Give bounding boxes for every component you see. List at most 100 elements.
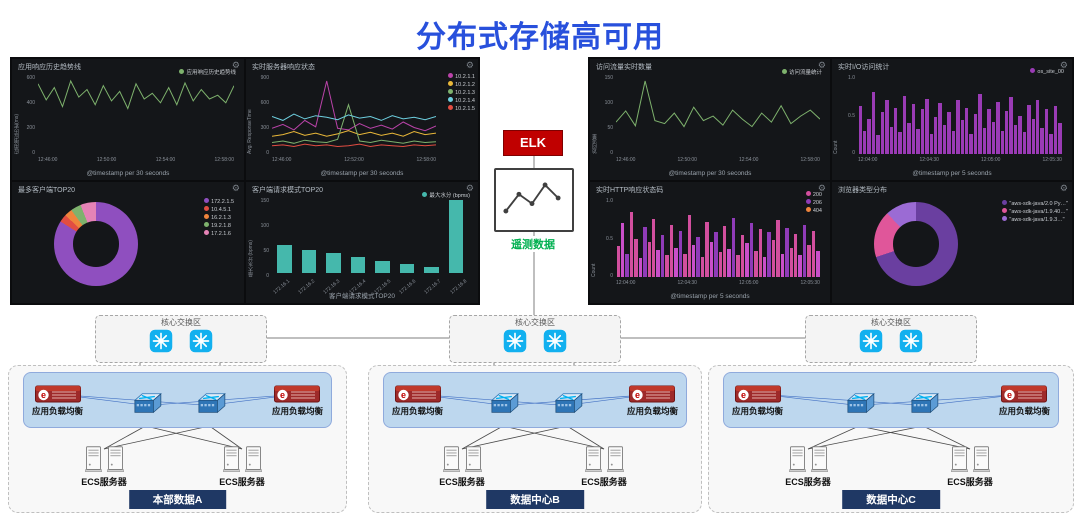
load-balancer-label: 应用负载均衡: [998, 405, 1050, 416]
switch-icon: [906, 391, 940, 417]
server-icon: [951, 446, 968, 472]
line-chart: [38, 77, 234, 154]
ecs-server-group: ECS服务器: [933, 446, 1007, 490]
server-icon: [443, 446, 460, 472]
telemetry-label: 遥测数据: [508, 236, 558, 252]
legend: os_site_00: [1030, 68, 1064, 75]
legend: 应用响应历史趋势线: [179, 68, 236, 76]
multiline-chart: [272, 77, 436, 154]
network-zone: 应用负载均衡 应用负载均衡: [23, 372, 332, 428]
load-balancer-icon: [1001, 384, 1047, 404]
gear-icon[interactable]: ⚙: [465, 60, 474, 70]
server-icon: [811, 446, 828, 472]
core-zone-label: 核心交换区: [871, 318, 911, 327]
switch-icon: [129, 391, 163, 417]
x-axis-title: @timestamp per 5 seconds: [912, 170, 992, 177]
panel-title: 最多客户端TOP20: [18, 187, 76, 194]
x-axis-title: @timestamp per 30 seconds: [320, 170, 404, 177]
datacenter-badge: 数据中心C: [842, 490, 940, 509]
donut-chart: [874, 202, 958, 286]
legend: "aws-sdk-java/2.0 Py…""aws-sdk-java/1.9.…: [1002, 200, 1068, 223]
core-zone-label: 核心交换区: [515, 318, 555, 327]
load-balancer-left: 应用负载均衡: [732, 384, 783, 417]
bar-chart: [272, 200, 468, 273]
aggregation-switches: [129, 391, 227, 417]
ecs-label: ECS服务器: [219, 477, 265, 487]
panel-title: 浏览器类型分布: [838, 187, 887, 194]
ecs-server-group: ECS服务器: [425, 446, 499, 490]
load-balancer-icon: [629, 384, 675, 404]
core-switch-icon: [149, 329, 173, 353]
elk-box: ELK: [503, 130, 563, 156]
switch-icon: [486, 391, 520, 417]
gear-icon[interactable]: ⚙: [231, 183, 240, 193]
load-balancer-label: 应用负载均衡: [732, 405, 784, 416]
telemetry-chart-box: [494, 168, 574, 232]
datacenter-a: 应用负载均衡 应用负载均衡 ECS服务器 ECS服务器: [8, 365, 347, 513]
server-icon: [789, 446, 806, 472]
x-axis-title: @timestamp per 30 seconds: [668, 170, 752, 177]
load-balancer-icon: [395, 384, 441, 404]
datacenter-c: 应用负载均衡 应用负载均衡 ECS服务器 ECS服务器: [708, 365, 1074, 513]
network-zone: 应用负载均衡 应用负载均衡: [383, 372, 687, 428]
panel-title: 访问流量实时数量: [596, 64, 652, 71]
datacenter-b: 应用负载均衡 应用负载均衡 ECS服务器 ECS服务器: [368, 365, 702, 513]
panel-browser-type-donut: 浏览器类型分布 ⚙ "aws-sdk-java/2.0 Py…""aws-sdk…: [832, 182, 1072, 303]
load-balancer-right: 应用负载均衡: [272, 384, 323, 417]
core-switch-icon: [859, 329, 883, 353]
core-switch-zone-b: 核心交换区: [449, 315, 621, 363]
core-switch-icon: [189, 329, 213, 353]
ecs-server-group: ECS服务器: [567, 446, 641, 490]
gear-icon[interactable]: ⚙: [465, 183, 474, 193]
load-balancer-icon: [274, 384, 320, 404]
ecs-label: ECS服务器: [81, 477, 127, 487]
x-axis-title: 客户端请求模式TOP20: [329, 293, 395, 300]
ecs-label: ECS服务器: [439, 477, 485, 487]
server-icon: [465, 446, 482, 472]
legend: 最大水分 (bpms): [422, 191, 470, 199]
server-icon: [85, 446, 102, 472]
load-balancer-label: 应用负载均衡: [626, 405, 678, 416]
server-icon: [607, 446, 624, 472]
ecs-label: ECS服务器: [947, 477, 993, 487]
bar-chart: [858, 77, 1062, 154]
gear-icon[interactable]: ⚙: [817, 183, 826, 193]
gear-icon[interactable]: ⚙: [1059, 60, 1068, 70]
donut-chart: [54, 202, 138, 286]
panel-title: 实时服务器响应状态: [252, 64, 315, 71]
core-switch-zone-c: 核心交换区: [805, 315, 977, 363]
gear-icon[interactable]: ⚙: [1059, 183, 1068, 193]
legend: 访问流量统计: [781, 68, 822, 76]
panel-title: 客户端请求模式TOP20: [252, 187, 324, 194]
page-title: 分布式存储高可用: [416, 21, 664, 54]
server-icon: [245, 446, 262, 472]
load-balancer-left: 应用负载均衡: [392, 384, 443, 417]
bar-chart: [616, 200, 820, 277]
ecs-label: ECS服务器: [581, 477, 627, 487]
core-switch-zone-a: 核心交换区: [95, 315, 267, 363]
load-balancer-label: 应用负载均衡: [392, 405, 444, 416]
x-axis-title: @timestamp per 5 seconds: [670, 293, 750, 300]
core-zone-label: 核心交换区: [161, 318, 201, 327]
gear-icon[interactable]: ⚙: [231, 60, 240, 70]
gear-icon[interactable]: ⚙: [817, 60, 826, 70]
network-zone: 应用负载均衡 应用负载均衡: [723, 372, 1059, 428]
